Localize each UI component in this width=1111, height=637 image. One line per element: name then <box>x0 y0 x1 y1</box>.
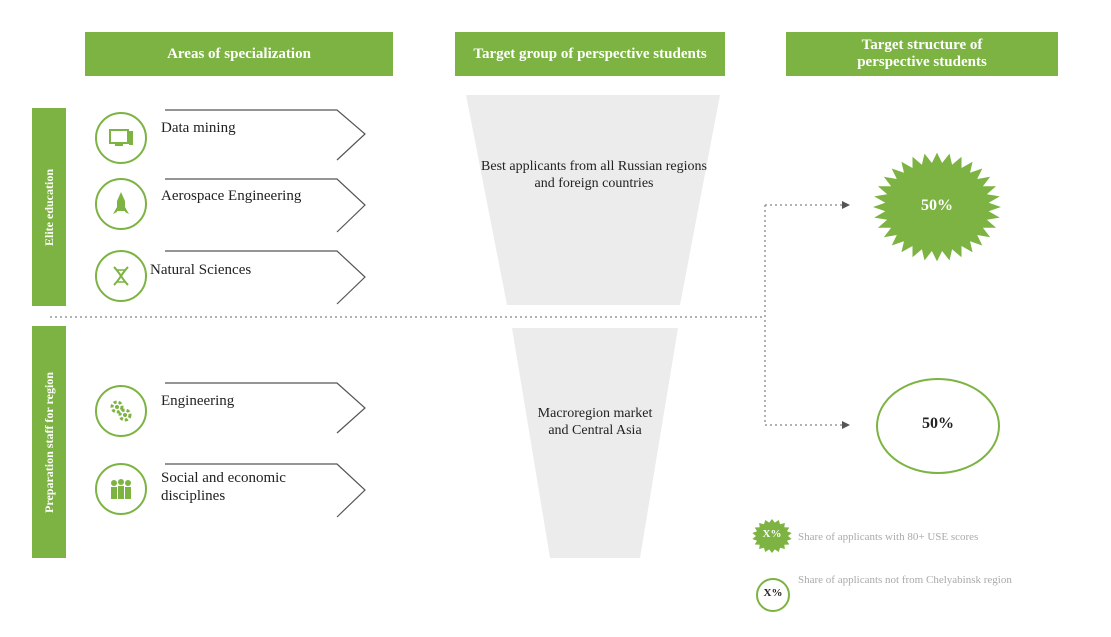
header-areas: Areas of specialization <box>85 32 393 76</box>
legend-filled-symbol: X% <box>762 528 782 540</box>
legend-filled-text: Share of applicants with 80+ USE scores <box>798 531 979 543</box>
chevron-right-icon <box>165 178 366 233</box>
outline-circle <box>876 378 1000 474</box>
bottom-percentage: 50% <box>922 415 954 432</box>
starburst-shape <box>873 152 1001 262</box>
area-label: Engineering <box>161 393 235 409</box>
area-label: Social and economic disciplines <box>161 470 286 504</box>
legend-filled-icon <box>752 519 792 553</box>
area-label: Data mining <box>161 120 236 136</box>
chevron-right-icon <box>165 382 366 434</box>
top-percentage: 50% <box>921 197 953 214</box>
area-row-data-mining: Data mining <box>95 109 405 166</box>
area-row-natural-sciences: Natural Sciences <box>95 250 405 306</box>
side-label-elite: Elite education <box>32 108 66 306</box>
header-target-structure: Target structure of perspective students <box>786 32 1058 76</box>
funnel-bottom-text: Macroregion market and Central Asia <box>537 406 653 438</box>
chevron-right-icon <box>165 250 366 305</box>
side-label-region: Preparation staff for region <box>32 326 66 558</box>
area-row-engineering: Engineering <box>95 382 405 439</box>
monitor-icon <box>95 112 147 164</box>
funnel-bottom <box>512 328 678 558</box>
chevron-right-icon <box>165 463 366 518</box>
area-label: Natural Sciences <box>150 262 252 278</box>
rocket-icon <box>95 178 147 230</box>
arrow-top <box>842 201 850 209</box>
area-label: Aerospace Engineering <box>161 188 302 204</box>
funnel-top-text: Best applicants from all Russian regions… <box>481 159 707 191</box>
arrow-bottom <box>842 421 850 429</box>
gears-icon <box>95 385 147 437</box>
chevron-right-icon <box>165 109 366 161</box>
header-target-group: Target group of perspective students <box>455 32 725 76</box>
funnel-top <box>466 95 720 305</box>
area-row-social-economic: Social and economic disciplines <box>95 463 405 519</box>
people-icon <box>95 463 147 515</box>
legend-outline-icon <box>756 578 790 612</box>
legend-outline-symbol: X% <box>763 587 783 599</box>
dna-icon <box>95 250 147 302</box>
area-row-aerospace: Aerospace Engineering <box>95 178 405 234</box>
legend-outline-text: Share of applicants not from Chelyabinsk… <box>798 574 1012 586</box>
